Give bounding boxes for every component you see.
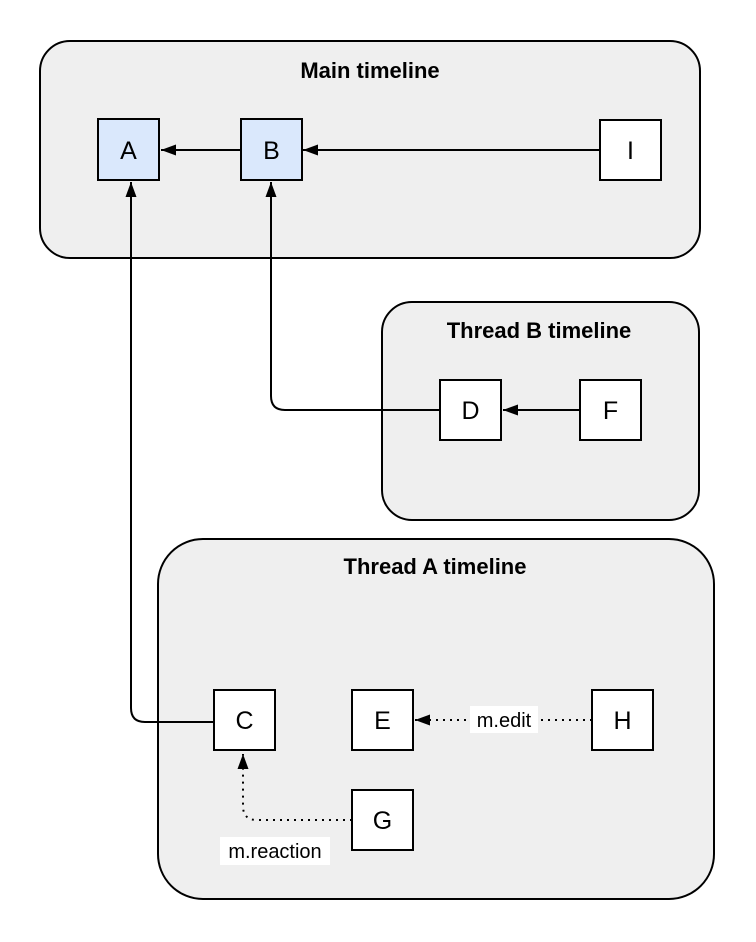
node-e-box	[351, 689, 414, 751]
node-f-label: F	[603, 397, 618, 425]
node-c-box	[213, 689, 276, 751]
node-g: G	[351, 789, 414, 851]
node-b: B	[240, 118, 303, 181]
node-g-label: G	[373, 807, 392, 835]
node-b-label: B	[263, 137, 280, 165]
node-f-box	[579, 379, 642, 441]
m-reaction-label: m.reaction	[228, 841, 321, 863]
node-a-box	[97, 118, 160, 181]
node-a-label: A	[120, 137, 137, 165]
node-e: E	[351, 689, 414, 751]
m-edit-label-bg	[470, 706, 538, 733]
node-e-label: E	[374, 707, 391, 735]
node-h-label: H	[613, 707, 631, 735]
node-c-label: C	[235, 707, 253, 735]
node-h-box	[591, 689, 654, 751]
node-i-box	[599, 119, 662, 181]
main-timeline-title: Main timeline	[300, 58, 439, 83]
node-g-box	[351, 789, 414, 851]
node-b-box	[240, 118, 303, 181]
thread-a-timeline-title: Thread A timeline	[344, 554, 527, 579]
node-d-box	[439, 379, 502, 441]
node-i: I	[599, 119, 662, 181]
node-i-label: I	[627, 137, 634, 165]
node-h: H	[591, 689, 654, 751]
node-f: F	[579, 379, 642, 441]
edge-c-to-a	[125, 182, 214, 723]
node-d-label: D	[461, 397, 479, 425]
m-edit-label: m.edit	[477, 710, 532, 732]
node-a: A	[97, 118, 160, 181]
edge-d-to-b	[265, 182, 440, 411]
edge-g-to-c-m-reaction	[237, 754, 352, 821]
node-c: C	[213, 689, 276, 751]
m-reaction-label-bg	[220, 837, 330, 865]
thread-b-timeline-title: Thread B timeline	[447, 318, 632, 343]
node-d: D	[439, 379, 502, 441]
